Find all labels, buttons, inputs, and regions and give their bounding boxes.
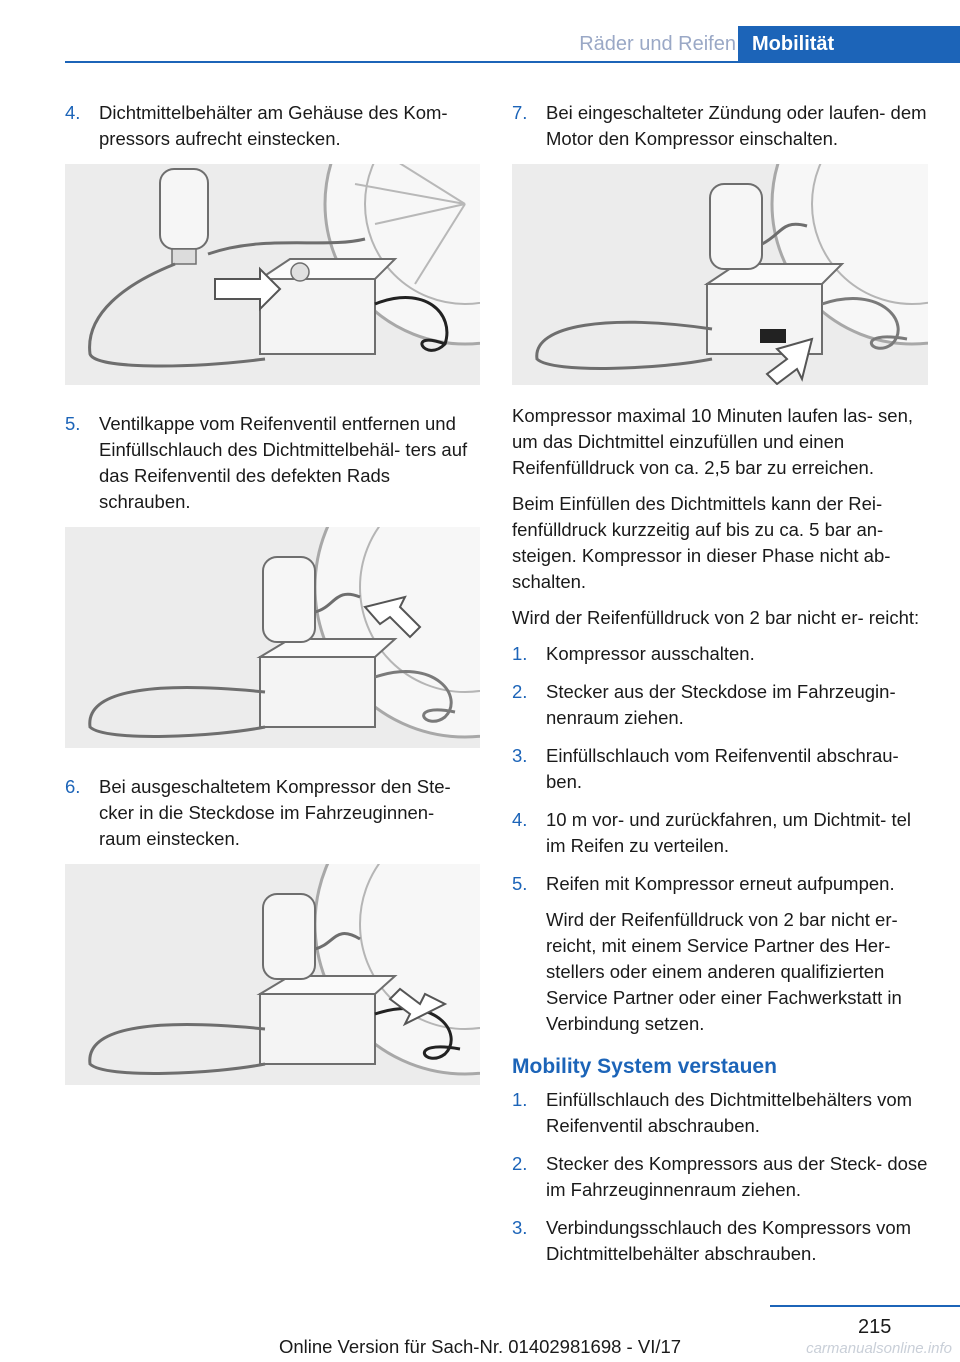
step-7: 7. Bei eingeschalteter Zündung oder lauf…: [512, 100, 932, 152]
step-number: 6.: [65, 776, 81, 797]
step-text: Einfüllschlauch des Dichtmittelbehälters…: [546, 1089, 913, 1136]
figure-plug-in-illustration: [65, 864, 480, 1085]
footer-rule: [770, 1305, 960, 1307]
step-text: Stecker des Kompressors aus der Steck- d…: [546, 1153, 928, 1200]
step-text: Dichtmittelbehälter am Gehäuse des Kom- …: [99, 102, 448, 149]
step-text: 10 m vor- und zurückfahren, um Dichtmit-…: [546, 809, 911, 856]
step-number: 5.: [65, 413, 81, 434]
step-number: 4.: [512, 809, 528, 830]
watermark: carmanualsonline.info: [806, 1340, 952, 1357]
step-text: Ventilkappe vom Reifenventil entfernen u…: [99, 413, 468, 512]
list1-item-1: 1. Kompressor ausschalten.: [512, 641, 932, 667]
page-number: 215: [858, 1316, 892, 1338]
step-number: 3.: [512, 745, 528, 766]
paragraph-not-reached: Wird der Reifenfülldruck von 2 bar nicht…: [512, 607, 920, 628]
step-number: 1.: [512, 643, 528, 664]
list1-item-2: 2. Stecker aus der Steckdose im Fahrzeugi…: [512, 679, 932, 731]
step-number: 5.: [512, 873, 528, 894]
list2-item-3: 3. Verbindungsschlauch des Kompressors vo…: [512, 1215, 932, 1267]
right-column: 7. Bei eingeschalteter Zündung oder lauf…: [512, 100, 932, 1279]
step-text: Stecker aus der Steckdose im Fahrzeugin-…: [546, 681, 896, 728]
step-number: 3.: [512, 1217, 528, 1238]
header-tab: Mobilität: [738, 26, 960, 62]
list1-item-3: 3. Einfüllschlauch vom Reifenventil absch…: [512, 743, 932, 795]
list2-item-2: 2. Stecker des Kompressors aus der Steck-…: [512, 1151, 932, 1203]
section-heading: Mobility System verstauen: [512, 1055, 777, 1078]
step-text: Einfüllschlauch vom Reifenventil abschra…: [546, 745, 899, 792]
header-rule: [65, 61, 960, 63]
step-number: 2.: [512, 1153, 528, 1174]
list1-item-4: 4. 10 m vor- und zurückfahren, um Dichtmi…: [512, 807, 932, 859]
step-number: 4.: [65, 102, 81, 123]
paragraph-run-time: Kompressor maximal 10 Minuten laufen las…: [512, 405, 914, 478]
step-text: Bei eingeschalteter Zündung oder laufen-…: [546, 102, 927, 149]
step-number: 7.: [512, 102, 528, 123]
step-text: Verbindungsschlauch des Kompressors vom …: [546, 1217, 912, 1264]
step-text: Reifen mit Kompressor erneut aufpumpen.: [546, 873, 895, 894]
step-subtext: Wird der Reifenfülldruck von 2 bar nicht…: [546, 909, 902, 1034]
step-5: 5. Ventilkappe vom Reifenventil entferne…: [65, 411, 480, 515]
list2-item-1: 1. Einfüllschlauch des Dichtmittelbehälte…: [512, 1087, 932, 1139]
left-column: 4. Dichtmittelbehälter am Gehäuse des Ko…: [65, 100, 480, 1111]
step-text: Kompressor ausschalten.: [546, 643, 755, 664]
step-4: 4. Dichtmittelbehälter am Gehäuse des Ko…: [65, 100, 480, 152]
figure-switch-on-illustration: [512, 164, 928, 385]
list1-item-5: 5. Reifen mit Kompressor erneut aufpumpe…: [512, 871, 932, 1037]
figure-insert-container-illustration: [65, 164, 480, 385]
paragraph-pressure-rise: Beim Einfüllen des Dichtmittels kann der…: [512, 493, 891, 592]
step-number: 2.: [512, 681, 528, 702]
online-version-footer: Online Version für Sach-Nr. 01402981698 …: [278, 1336, 682, 1357]
header-section: Räder und Reifen: [579, 33, 736, 55]
step-text: Bei ausgeschaltetem Kompressor den Ste- …: [99, 776, 451, 849]
figure-connect-hose-illustration: [65, 527, 480, 748]
step-number: 1.: [512, 1089, 528, 1110]
step-6: 6. Bei ausgeschaltetem Kompressor den St…: [65, 774, 480, 852]
